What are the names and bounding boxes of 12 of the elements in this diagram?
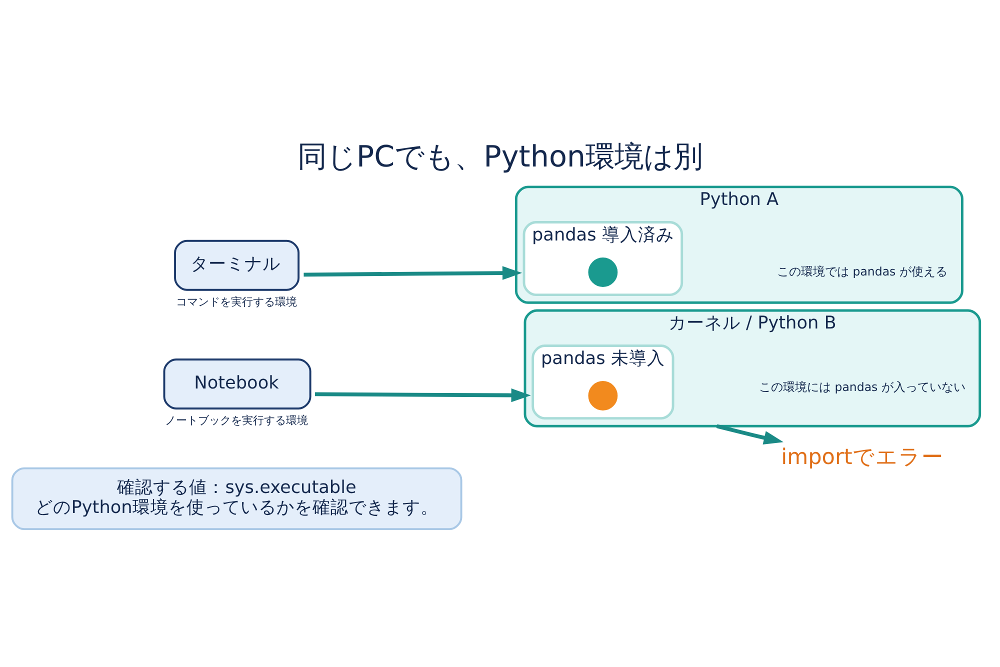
node-text: importでエラー [781,444,944,470]
node-box: 確認する値：sys.executable どのPython環境を使っているかを確認できます。 [11,466,462,530]
arrow [315,388,531,402]
cluster: pandas 導入済み [522,220,684,296]
node-circle [588,380,618,410]
node-circle [588,257,618,286]
node-label: ノートブックを実行する環境 [165,413,308,426]
diagram-title: 同じPCでも、Python環境は別 [297,138,703,173]
node-label: コマンドを実行する環境 [176,294,298,308]
cluster: pandas 未導入 [532,344,674,420]
arrow [716,424,784,444]
arrow [304,266,522,280]
